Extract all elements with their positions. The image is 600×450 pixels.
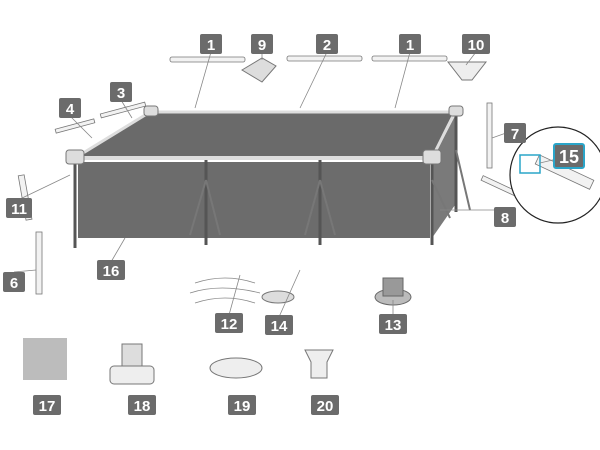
pool-top xyxy=(73,111,456,159)
part-label-3: 3 xyxy=(110,82,132,102)
part-label-2: 2 xyxy=(316,34,338,54)
corner-joint xyxy=(448,105,464,117)
label-text: 7 xyxy=(511,126,519,143)
label-text: 14 xyxy=(271,318,288,335)
part-label-1b: 1 xyxy=(399,34,421,54)
corner-joint xyxy=(422,149,442,165)
part-label-12: 12 xyxy=(215,313,243,333)
leg-6 xyxy=(35,231,43,295)
label-text: 4 xyxy=(66,101,75,118)
part-label-14: 14 xyxy=(265,315,293,335)
clip-highlight xyxy=(519,154,541,174)
t-connector xyxy=(241,57,277,83)
label-text: 6 xyxy=(10,275,18,292)
cap-19 xyxy=(209,357,263,379)
label-text: 2 xyxy=(323,37,331,54)
label-text: 13 xyxy=(385,317,402,334)
label-text: 1 xyxy=(406,37,414,54)
leg-7 xyxy=(486,102,493,169)
part-label-4: 4 xyxy=(59,98,81,118)
label-text: 20 xyxy=(317,398,334,415)
pool-front-wall xyxy=(78,162,430,238)
top-rail-2 xyxy=(286,55,363,62)
hose-12 xyxy=(189,277,261,304)
foot-14 xyxy=(261,290,295,304)
corner-cap xyxy=(446,61,488,81)
top-rail-left xyxy=(74,110,151,160)
pool-side-wall xyxy=(432,116,455,238)
label-text: 9 xyxy=(258,37,266,54)
part-label-11: 11 xyxy=(6,198,32,218)
drain-plug-18-base xyxy=(109,365,155,385)
corner-joint xyxy=(65,149,85,165)
part-label-16: 16 xyxy=(97,260,125,280)
label-text: 8 xyxy=(501,210,509,227)
label-text: 10 xyxy=(468,37,485,54)
label-text: 12 xyxy=(221,316,238,333)
label-text: 11 xyxy=(11,201,27,218)
drain-plug-18 xyxy=(121,343,143,367)
part-label-13: 13 xyxy=(379,314,407,334)
part-label-18: 18 xyxy=(128,395,156,415)
part-label-8: 8 xyxy=(494,207,516,227)
label-text: 3 xyxy=(117,85,125,102)
part-label-9: 9 xyxy=(251,34,273,54)
label-text: 19 xyxy=(234,398,251,415)
part-label-17: 17 xyxy=(33,395,61,415)
top-rail-1-right xyxy=(371,55,448,62)
pool-frame xyxy=(65,105,471,248)
label-text: 15 xyxy=(559,147,579,167)
parts xyxy=(17,55,600,385)
rail-3 xyxy=(99,101,147,119)
part-label-1a: 1 xyxy=(200,34,222,54)
strainer-20 xyxy=(304,349,334,379)
leg-braces xyxy=(189,149,471,236)
leader-lines xyxy=(13,51,570,318)
top-rail-1-left xyxy=(169,56,246,63)
foot-13-top xyxy=(382,277,404,297)
part-label-20: 20 xyxy=(311,395,339,415)
part-label-15: 15 xyxy=(553,143,585,169)
label-text: 18 xyxy=(134,398,151,415)
part-label-10: 10 xyxy=(462,34,490,54)
label-text: 17 xyxy=(39,398,56,415)
part-label-19: 19 xyxy=(228,395,256,415)
corner-joint xyxy=(143,105,159,117)
label-text: 1 xyxy=(207,37,215,54)
label-text: 16 xyxy=(103,263,120,280)
part-label-6: 6 xyxy=(3,272,25,292)
rail-4 xyxy=(54,118,96,134)
part-label-7: 7 xyxy=(504,123,526,143)
patch-17 xyxy=(23,338,67,380)
